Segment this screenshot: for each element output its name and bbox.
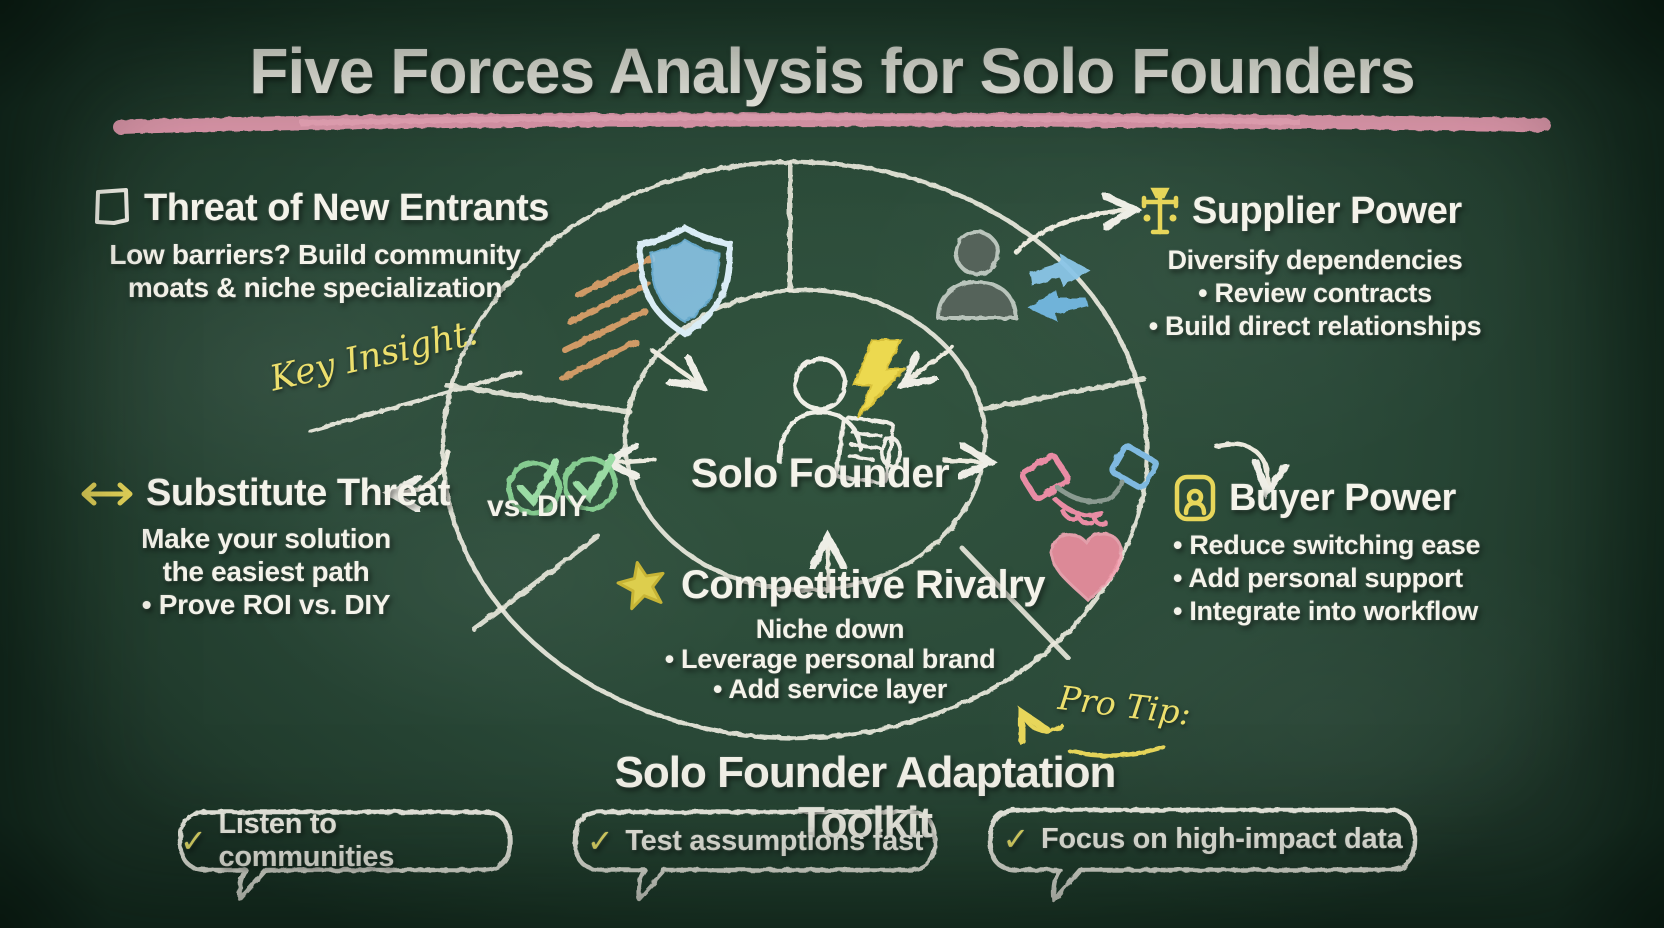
check-icon: ✓	[180, 823, 207, 859]
section-buyer-power: Buyer Power • Reduce switching ease • Ad…	[1173, 473, 1513, 628]
section-new-entrants: Threat of New Entrants Low barriers? Bui…	[92, 186, 549, 304]
solo-founder-icon	[777, 339, 907, 485]
new-entrants-heading: Threat of New Entrants	[144, 186, 549, 229]
handshake-icon	[1019, 443, 1159, 527]
competitive-rivalry-line: • Leverage personal brand	[664, 644, 996, 674]
buyer-power-heading: Buyer Power	[1229, 476, 1456, 519]
buyer-power-line: • Add personal support	[1173, 563, 1463, 593]
note-square-icon	[95, 188, 129, 225]
arrow-ne	[905, 344, 955, 383]
pro-tip-underline	[1067, 744, 1166, 758]
divider-lower-left	[471, 533, 601, 632]
divider-upper-left	[443, 382, 633, 415]
arrow-to-supplier	[1013, 210, 1132, 255]
segment-dividers	[443, 160, 1147, 661]
supplier-power-line: • Review contracts	[1198, 278, 1432, 308]
title-underline-highlight	[299, 114, 1301, 126]
outer-ring	[440, 159, 1150, 741]
bubble-label: Listen to communities	[218, 808, 395, 873]
substitute-threat-line: • Prove ROI vs. DIY	[141, 589, 391, 620]
buyer-power-line: • Integrate into workflow	[1173, 596, 1478, 626]
pro-tip-arrow	[1023, 715, 1064, 731]
substitute-threat-line: the easiest path	[162, 556, 370, 587]
toolkit-bubble-3: ✓ Focus on high-impact data	[990, 810, 1415, 868]
supplier-power-heading: Supplier Power	[1192, 189, 1462, 232]
section-substitute-threat: Substitute Threat Make your solution the…	[80, 472, 452, 621]
double-arrow-icon	[81, 482, 133, 505]
section-competitive-rivalry: Competitive Rivalry Niche down • Leverag…	[583, 558, 1077, 704]
toolkit-bubble-1: ✓ Listen to communities	[180, 808, 510, 873]
toolkit-heading: Solo Founder Adaptation Toolkit	[614, 748, 1117, 847]
bubble-outline-3	[987, 807, 1418, 903]
competitive-rivalry-line: Niche down	[755, 614, 905, 644]
heart-icon	[1050, 532, 1123, 603]
page-title: Five Forces Analysis for Solo Founders	[249, 35, 1415, 107]
arrow-nw	[649, 347, 700, 385]
center-arrows	[610, 344, 988, 595]
arrow-to-substitute	[392, 449, 451, 493]
new-entrants-line: moats & niche specialization	[127, 272, 503, 303]
key-insight-line	[308, 370, 522, 433]
supplier-power-line: • Build direct relationships	[1148, 311, 1482, 341]
divider-upper-right	[979, 376, 1147, 412]
bubble-outline-1	[177, 809, 513, 902]
arrow-east	[941, 460, 988, 462]
lightning-icon	[852, 339, 907, 419]
substitute-threat-line: Make your solution	[141, 523, 391, 554]
substitute-threat-heading: Substitute Threat	[146, 472, 450, 514]
scale-icon	[1141, 187, 1179, 235]
buyer-badge-icon	[1174, 474, 1216, 522]
bubble-label: Focus on high-impact data	[1041, 822, 1403, 855]
new-entrants-line: Low barriers? Build community	[109, 239, 521, 270]
supplier-power-line: Diversify dependencies	[1167, 245, 1463, 275]
arrow-west	[610, 460, 658, 463]
toolkit-bubbles	[177, 807, 1418, 903]
check-icon: ✓	[1002, 821, 1030, 857]
supplier-person-icon	[936, 230, 1018, 320]
exchange-arrows-icon	[1028, 254, 1090, 322]
double-check-icon	[506, 454, 618, 516]
arrow-outgoing	[1030, 254, 1090, 286]
divider-lower-right	[959, 545, 1071, 661]
bubble-label: Test assumptions fast	[625, 824, 924, 857]
check-icon: ✓	[586, 823, 614, 859]
inner-circle	[622, 287, 988, 593]
competitive-rivalry-line: • Add service layer	[713, 674, 947, 704]
buyer-power-line: • Reduce switching ease	[1173, 530, 1481, 560]
speed-lines	[559, 255, 655, 381]
vs-diy-label: vs. DIY	[486, 490, 588, 523]
arrow-incoming	[1028, 290, 1088, 322]
shield-icon	[559, 224, 734, 381]
arrow-to-buyer	[1213, 441, 1268, 490]
competitive-rivalry-heading: Competitive Rivalry	[681, 562, 1045, 607]
section-supplier-power: Supplier Power Diversify dependencies • …	[1140, 184, 1490, 343]
toolkit-bubble-2: ✓ Test assumptions fast	[575, 812, 935, 870]
bubble-outline-2	[572, 809, 938, 902]
star-icon	[616, 561, 665, 611]
center-label: Solo Founder	[690, 450, 950, 496]
